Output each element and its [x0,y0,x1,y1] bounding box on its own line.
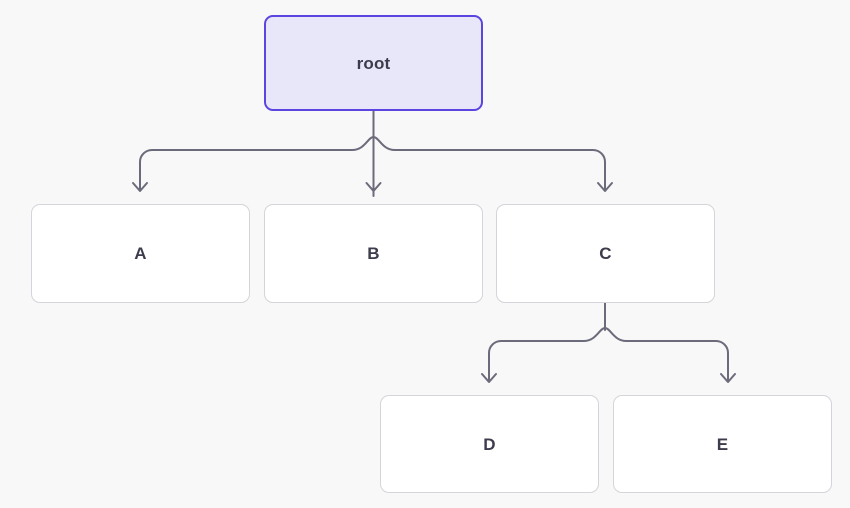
node-b[interactable]: B [264,204,483,303]
node-root[interactable]: root [264,15,483,111]
arrowhead-D-icon [481,373,497,383]
node-e-label: E [716,434,729,454]
node-b-label: B [367,244,380,263]
node-c[interactable]: C [496,204,715,303]
node-c-label: C [599,244,612,263]
node-e[interactable]: E [613,395,832,493]
arrowhead-A-icon [132,182,148,192]
node-a[interactable]: A [31,204,250,303]
node-d[interactable]: D [380,395,599,493]
node-a-label: A [134,244,147,263]
node-root-label: root [356,53,391,73]
edge-C-to-E [604,327,729,382]
arrowhead-E-icon [720,373,736,383]
edge-root-to-C [372,136,606,191]
edge-C-to-D [488,327,606,382]
arrowhead-C-icon [597,182,613,192]
edge-root-to-A [139,136,375,191]
node-d-label: D [483,434,496,454]
arrowhead-B-icon [365,182,382,192]
